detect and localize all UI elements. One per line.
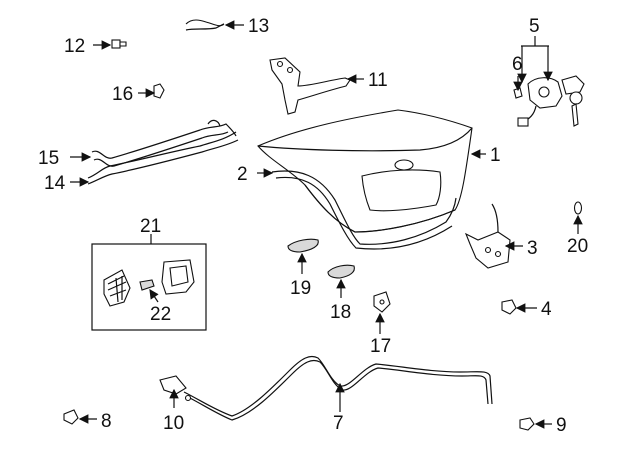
callout-4: 4	[541, 299, 552, 320]
weatherstrip	[271, 170, 457, 250]
release-cable	[159, 355, 493, 421]
pad-19	[287, 238, 319, 253]
callout-7: 7	[333, 413, 344, 434]
bumper-17	[373, 291, 391, 313]
hinge	[269, 57, 351, 115]
leader-lines	[70, 20, 583, 429]
callout-19: 19	[290, 278, 311, 299]
callout-9: 9	[556, 415, 567, 436]
clip-16	[153, 83, 165, 99]
callout-12: 12	[64, 36, 85, 57]
part-8	[63, 409, 79, 425]
callout-18: 18	[330, 302, 351, 323]
callout-6: 6	[512, 54, 523, 75]
callout-3: 3	[527, 238, 538, 259]
trunk-lid	[257, 109, 473, 233]
part-9	[519, 417, 535, 431]
callout-13: 13	[248, 16, 269, 37]
torsion-bars	[87, 119, 239, 185]
callout-21: 21	[140, 216, 161, 237]
callout-20: 20	[567, 236, 588, 257]
callout-16: 16	[112, 84, 133, 105]
cable-13	[185, 19, 225, 31]
plug-20	[573, 201, 583, 215]
lock-assembly	[513, 75, 585, 127]
pad-18	[327, 264, 355, 279]
callout-labels: 1 2 3 4 5 6 7 8 9 10 11 12 13 14 15 16 1…	[38, 16, 588, 436]
callout-11: 11	[368, 70, 388, 91]
callout-2: 2	[237, 164, 248, 185]
callout-10: 10	[163, 413, 184, 434]
callout-17: 17	[370, 336, 391, 357]
bolt-12	[111, 39, 127, 49]
callout-5: 5	[529, 16, 540, 37]
part-4	[501, 299, 517, 315]
callout-14: 14	[44, 173, 66, 194]
group-box-21	[91, 234, 207, 331]
callout-22: 22	[150, 304, 171, 325]
callout-8: 8	[101, 411, 112, 432]
callout-1: 1	[490, 145, 501, 166]
callout-15: 15	[38, 148, 59, 169]
bracket-3	[464, 203, 511, 269]
